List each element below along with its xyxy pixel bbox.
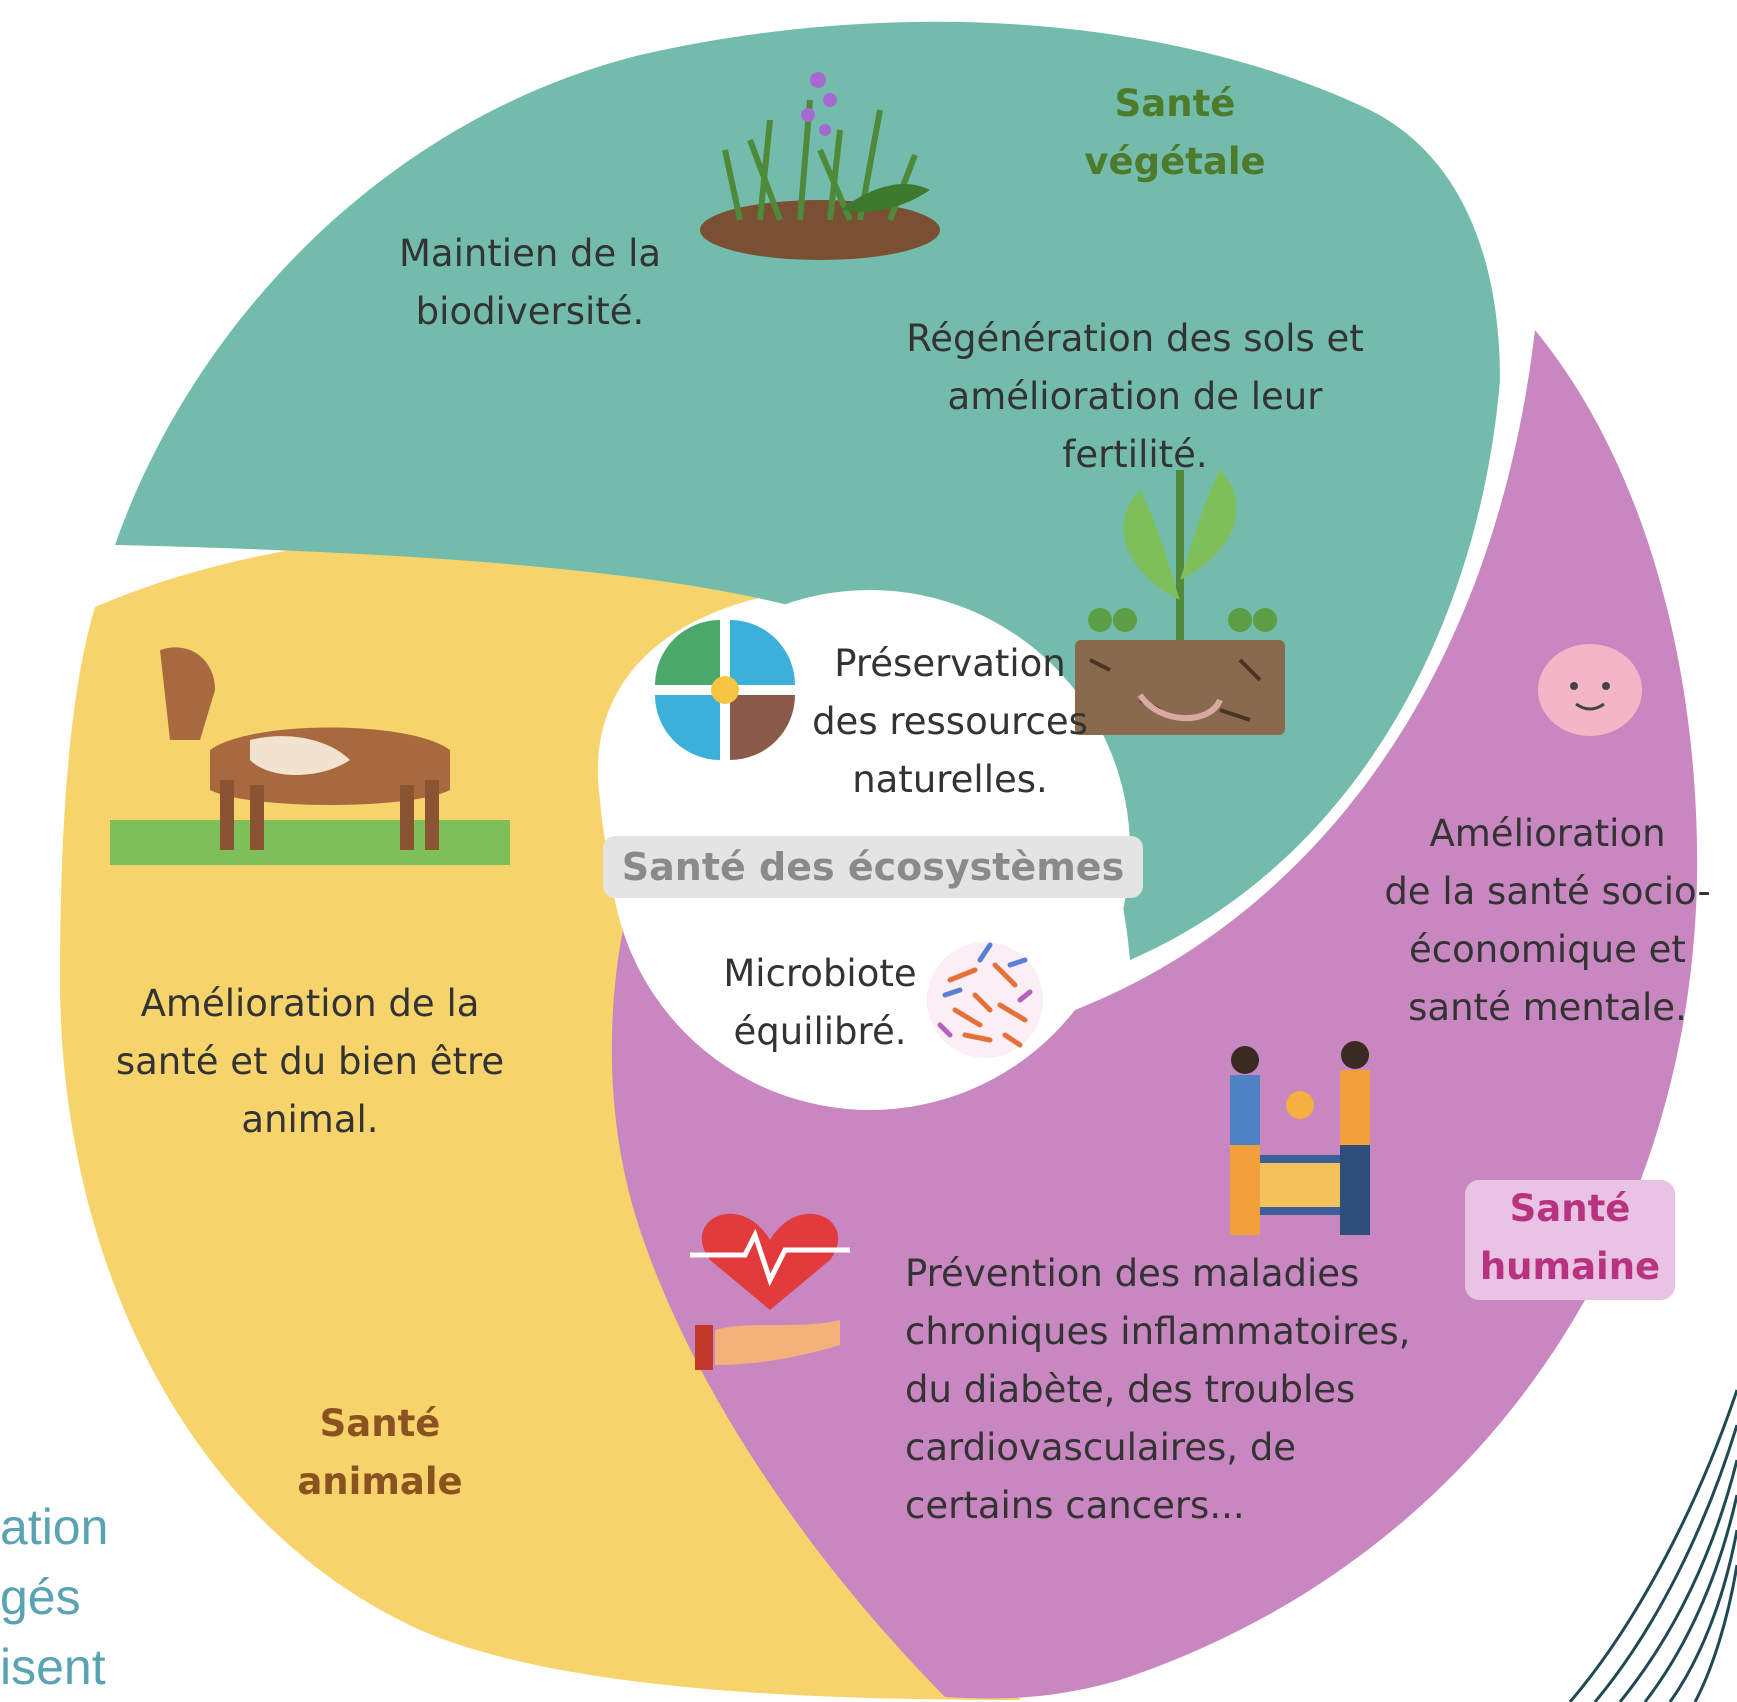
segment-humaine: [611, 330, 1698, 1699]
title-vegetale: Santé végétale: [1084, 82, 1266, 183]
text-prevention-maladies: Prévention des maladies chroniques infla…: [905, 1252, 1411, 1527]
text-sante-mentale: Amélioration de la santé socio- économiq…: [1384, 812, 1711, 1029]
text-bien-etre-animal: Amélioration de la santé et du bien être…: [115, 982, 505, 1141]
label-bg-animale: [280, 1395, 480, 1515]
side-text-line-3: isent: [0, 1639, 106, 1695]
title-animale: Santé animale: [297, 1402, 463, 1503]
side-text-line-1: ation: [0, 1499, 109, 1555]
label-bg-humaine: [1465, 1180, 1675, 1300]
microbiota-icon: [927, 942, 1043, 1058]
people-icon: [1230, 1041, 1370, 1235]
text-ressources-naturelles: Préservation des ressources naturelles.: [812, 642, 1088, 801]
brain-icon: [1538, 644, 1642, 736]
plant-icon: [700, 72, 940, 260]
elements-icon: [655, 620, 795, 760]
label-bg-vegetale: [1070, 75, 1280, 195]
decorative-lines: [1568, 1389, 1737, 1702]
heart-hand-icon: [690, 1213, 850, 1370]
text-biodiversite: Maintien de la biodiversité.: [398, 232, 662, 333]
title-humaine: Santé humaine: [1479, 1187, 1661, 1288]
cow-icon: [110, 647, 510, 865]
side-text-line-2: gés: [0, 1569, 81, 1625]
text-microbiote: Microbiote équilibré.: [723, 952, 917, 1053]
center-title: Santé des écosystèmes: [621, 845, 1125, 889]
roots-icon: [1075, 470, 1285, 735]
text-regeneration-sols: Régénération des sols et amélioration de…: [906, 317, 1364, 476]
center-title-box: [603, 836, 1143, 898]
